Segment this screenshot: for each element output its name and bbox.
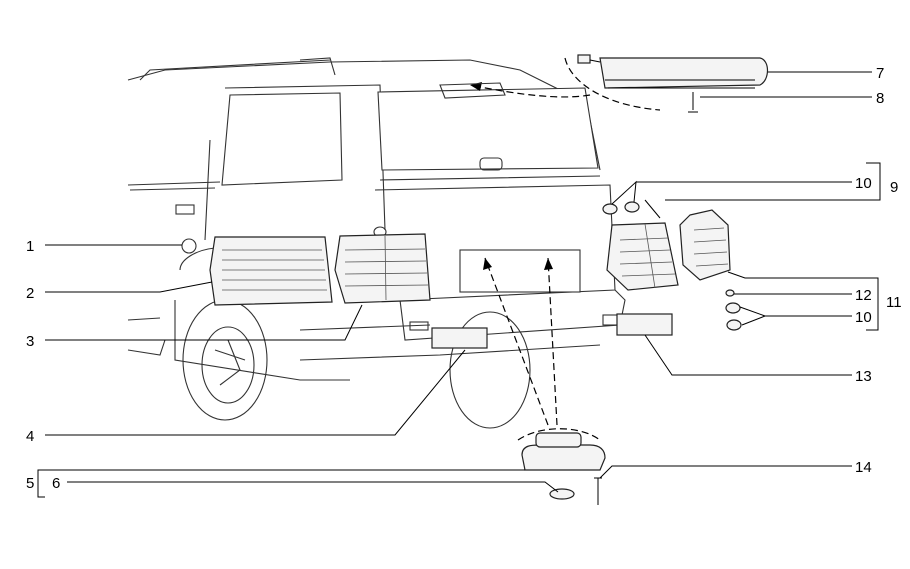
fuel-cap-lamp <box>181 238 197 254</box>
callout-10-bottom: 10 <box>855 309 872 326</box>
inner-tail-light <box>334 233 431 304</box>
bulbs <box>602 201 742 331</box>
callout-11: 11 <box>886 294 902 311</box>
right-reflector <box>616 313 673 336</box>
callout-3: 3 <box>26 333 34 350</box>
callout-10-top: 10 <box>855 175 872 192</box>
left-reflector <box>431 327 488 349</box>
callout-4: 4 <box>26 428 34 445</box>
callout-8: 8 <box>876 90 884 107</box>
leader-lines <box>37 71 881 498</box>
callout-12: 12 <box>855 287 872 304</box>
licence-plate-lamp <box>483 257 606 505</box>
callout-1: 1 <box>26 238 34 255</box>
right-outer-tail-light <box>679 209 731 281</box>
left-tail-light <box>209 236 333 306</box>
callout-13: 13 <box>855 368 872 385</box>
right-inner-tail-light <box>606 222 679 291</box>
high-mount-stop-lamp <box>439 54 769 113</box>
callout-7: 7 <box>876 65 884 82</box>
callout-2: 2 <box>26 285 34 302</box>
callout-9: 9 <box>890 179 898 196</box>
callout-14: 14 <box>855 459 872 476</box>
callout-5: 5 <box>26 475 34 492</box>
callout-6: 6 <box>52 475 60 492</box>
